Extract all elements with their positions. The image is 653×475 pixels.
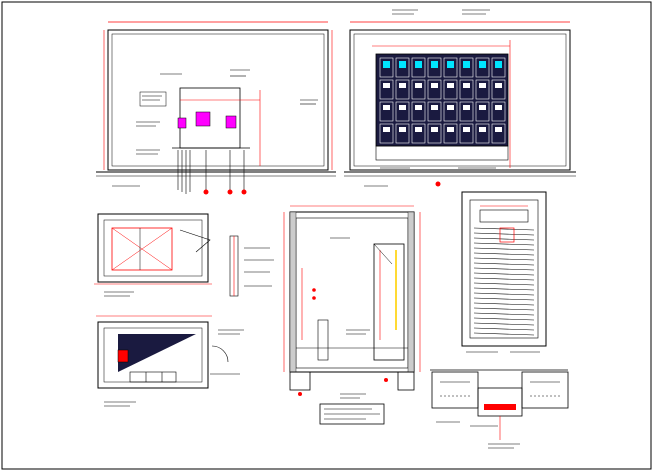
- equipment-magenta-1: [195, 111, 211, 127]
- cabinet-louver-line: [473, 287, 535, 291]
- cabinet-louver-line: [473, 267, 535, 271]
- cabinet-louver-line: [473, 232, 535, 236]
- switchgear-cubicle: [475, 57, 490, 78]
- ground-marker-2: [227, 189, 233, 195]
- switchgear-cubicle: [379, 101, 394, 122]
- switchgear-cubicle: [459, 79, 474, 100]
- panel-elevation-left: [96, 21, 336, 195]
- switchgear-cubicle: [443, 79, 458, 100]
- panel-cabinet-elevation: [461, 191, 547, 353]
- panel-room-section: [283, 205, 421, 425]
- switchgear-cubicle: [443, 123, 458, 144]
- switchgear-cubicle: [395, 123, 410, 144]
- cabinet-louver-line: [473, 307, 535, 311]
- switchgear-cubicle: [379, 123, 394, 144]
- panel-foundation-detail: [430, 369, 569, 449]
- cabinet-louver-line: [473, 227, 535, 231]
- switchgear-cubicle: [475, 123, 490, 144]
- ground-marker-3: [241, 189, 247, 195]
- switchgear-cubicle: [395, 79, 410, 100]
- cabinet-louver-line: [473, 262, 535, 266]
- switchgear-cubicle: [395, 101, 410, 122]
- panel-elevation-switchgear: [344, 9, 576, 187]
- cabinet-louver-line: [473, 312, 535, 316]
- panel-plan-small-top: [94, 213, 274, 297]
- cabinet-louver-line: [473, 237, 535, 241]
- cabinet-louvers: [473, 227, 535, 336]
- cabinet-louver-line: [473, 242, 535, 246]
- red-equipment-block: [117, 349, 129, 363]
- switchgear-cubicle: [475, 101, 490, 122]
- ground-marker-1: [203, 189, 209, 195]
- switchgear-cubicle: [459, 123, 474, 144]
- cabinet-louver-line: [473, 292, 535, 296]
- switchgear-cubicle: [411, 101, 426, 122]
- switchgear-cubicle: [427, 101, 442, 122]
- switchgear-cubicle: [411, 123, 426, 144]
- equipment-magenta-2: [225, 115, 237, 129]
- cabinet-louver-line: [473, 302, 535, 306]
- section-panel-right: [373, 243, 405, 361]
- equipment-magenta-3: [177, 117, 187, 129]
- switchgear-cells: [379, 57, 506, 144]
- switchgear-cubicle: [379, 57, 394, 78]
- switchgear-cubicle: [459, 101, 474, 122]
- cabinet-louver-line: [473, 272, 535, 276]
- switchgear-cubicle: [443, 101, 458, 122]
- switchgear-cubicle: [427, 79, 442, 100]
- switchgear-cubicle: [475, 79, 490, 100]
- cabinet-louver-line: [473, 282, 535, 286]
- section-wall-left: [289, 211, 297, 373]
- switchgear-cubicle: [411, 79, 426, 100]
- cabinet-louver-line: [473, 257, 535, 261]
- foundation-red-bar: [484, 404, 516, 410]
- cabinet-louver-line: [473, 247, 535, 251]
- cabinet-louver-line: [473, 327, 535, 331]
- panel-plan-small-bottom: [96, 315, 244, 407]
- switchgear-cubicle: [411, 57, 426, 78]
- ground-marker-4: [435, 181, 441, 187]
- cabinet-louver-line: [473, 317, 535, 321]
- switchgear-cubicle: [395, 57, 410, 78]
- switchgear-cubicle: [491, 101, 506, 122]
- cabinet-louver-line: [473, 322, 535, 326]
- switchgear-cubicle: [491, 57, 506, 78]
- switchgear-cubicle: [443, 57, 458, 78]
- foundation-pit: [477, 387, 523, 417]
- dark-equipment-wedge: [118, 334, 196, 372]
- plan-room-outline: [111, 227, 173, 271]
- switchgear-cubicle: [459, 57, 474, 78]
- cabinet-louver-line: [473, 252, 535, 256]
- switchgear-cubicle: [427, 123, 442, 144]
- switchgear-cubicle: [491, 79, 506, 100]
- cabinet-louver-line: [473, 277, 535, 281]
- switchgear-cubicle: [427, 57, 442, 78]
- cabinet-louver-line: [473, 297, 535, 301]
- switchgear-cubicle: [491, 123, 506, 144]
- switchgear-cubicle: [379, 79, 394, 100]
- section-wall-right: [407, 211, 415, 373]
- cabinet-louver-line: [473, 332, 535, 336]
